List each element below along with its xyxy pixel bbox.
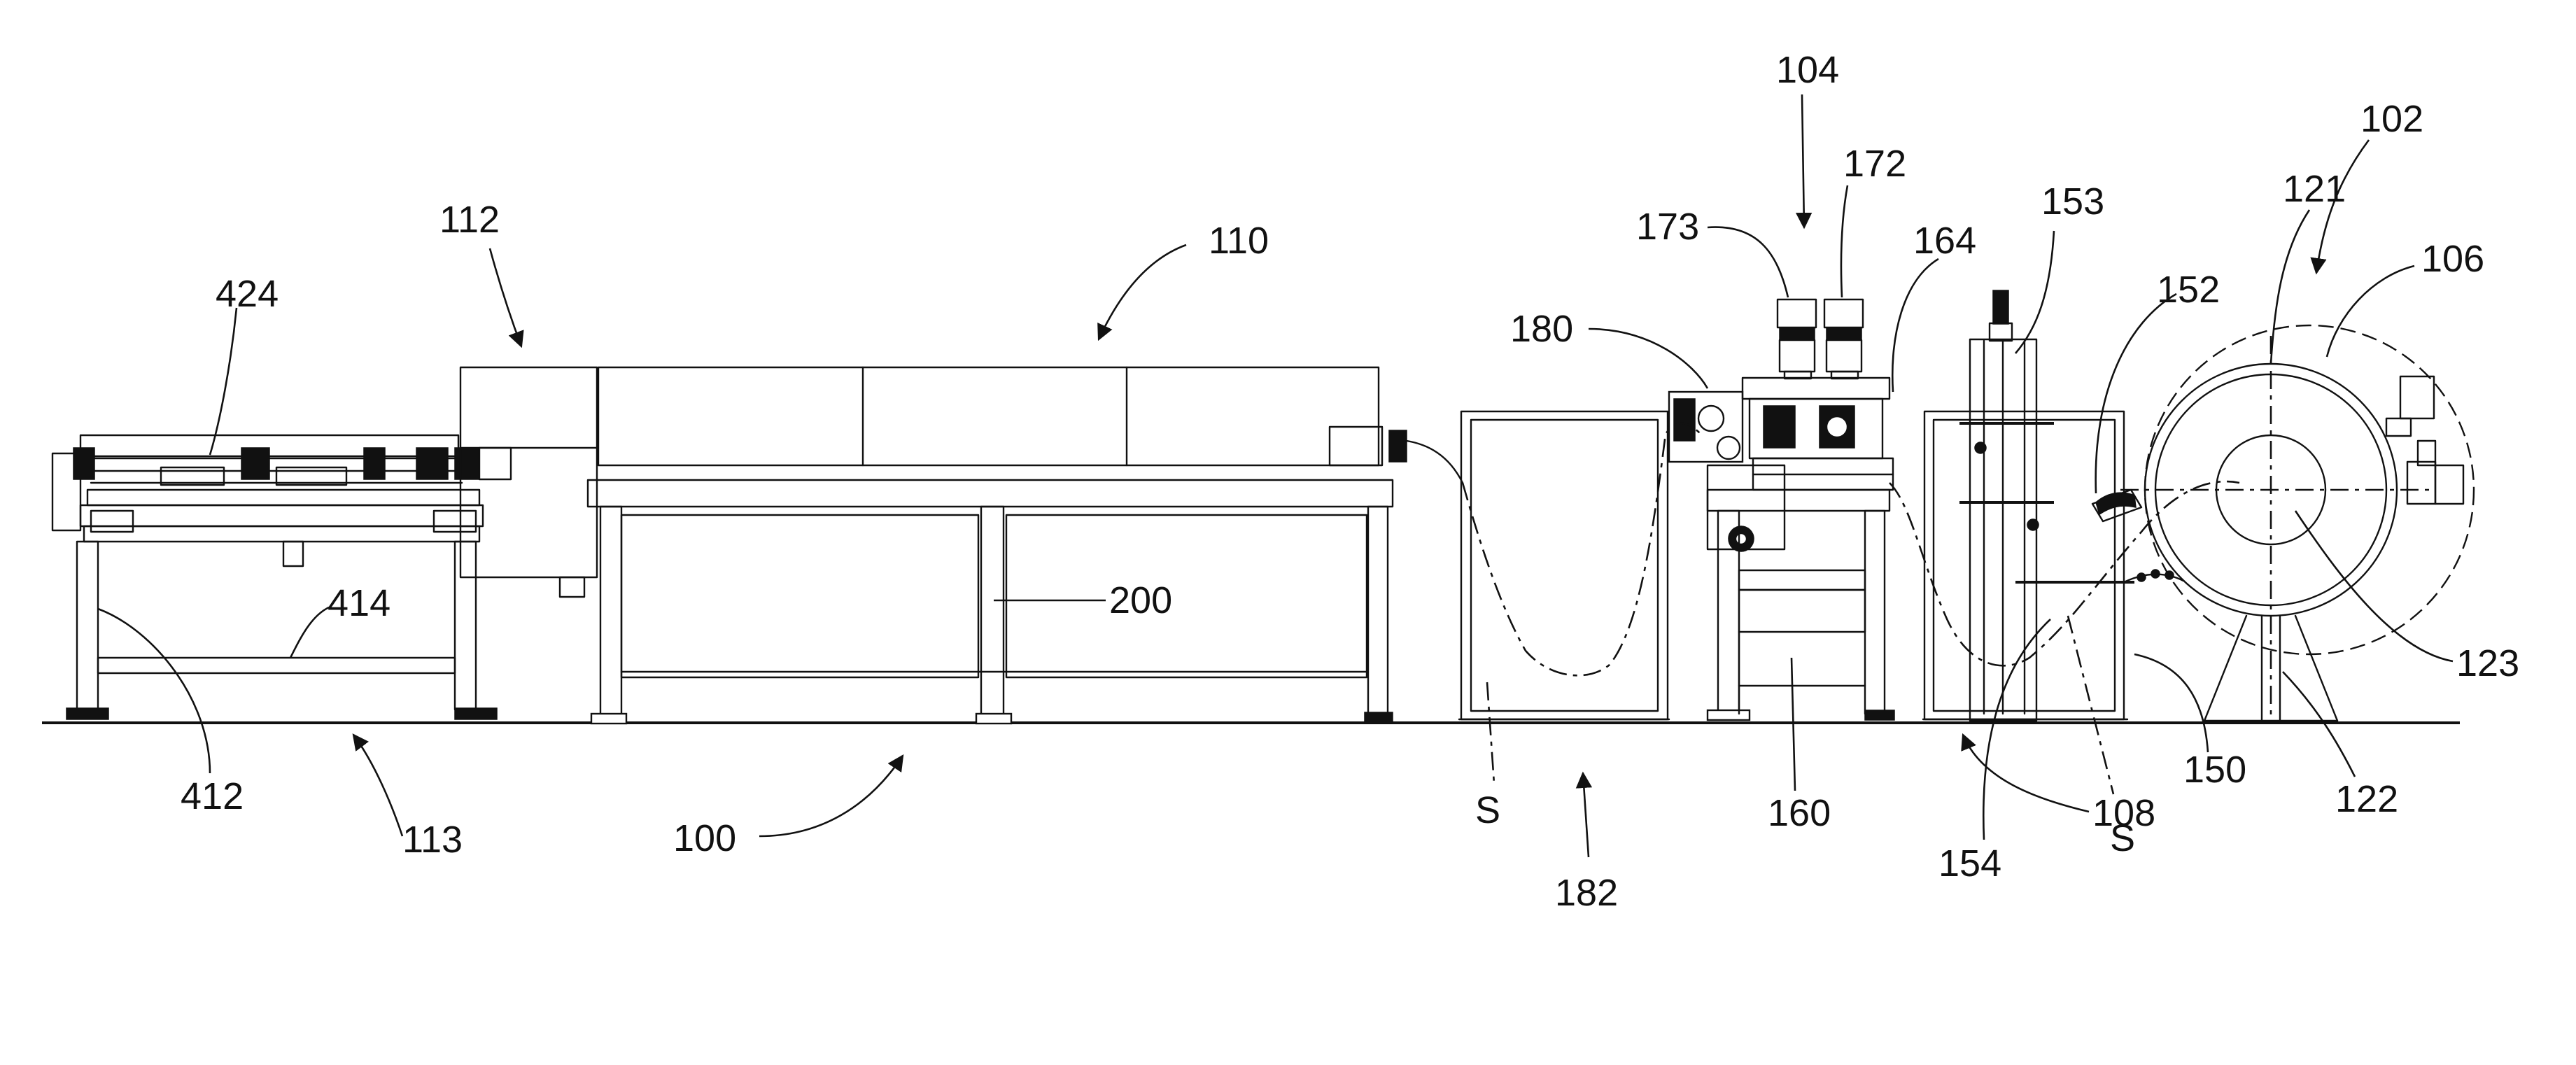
label-113: 113 [402, 819, 463, 861]
stacker-113 [52, 435, 497, 719]
shear-unit-112 [460, 367, 597, 597]
strip-path [1463, 423, 1701, 675]
label-152: 152 [2157, 269, 2220, 311]
label-150: 150 [2183, 749, 2246, 791]
label-412: 412 [181, 775, 244, 817]
label-153: 153 [2041, 181, 2104, 223]
label-182: 182 [1555, 872, 1618, 914]
label-414: 414 [328, 582, 390, 624]
label-123: 123 [2456, 642, 2519, 684]
press-110 [588, 367, 1463, 724]
label-160: 160 [1768, 792, 1831, 834]
label-s-left: S [1475, 789, 1500, 831]
strip-path-s2 [2068, 616, 2113, 794]
label-100: 100 [673, 817, 736, 859]
label-110: 110 [1209, 220, 1269, 262]
label-200: 200 [1109, 579, 1172, 621]
label-112: 112 [439, 199, 500, 241]
label-102: 102 [2360, 98, 2423, 140]
label-121: 121 [2283, 168, 2346, 210]
label-106: 106 [2421, 238, 2484, 280]
label-173: 173 [1636, 206, 1699, 248]
label-424: 424 [216, 273, 279, 315]
strip-path-s [1487, 682, 1494, 784]
label-180: 180 [1510, 308, 1573, 350]
label-154: 154 [1938, 842, 2001, 884]
label-172: 172 [1843, 143, 1906, 185]
label-164: 164 [1913, 220, 1976, 262]
label-s-right: S [2110, 817, 2135, 859]
uncoiler-102 [2120, 325, 2474, 721]
label-122: 122 [2335, 778, 2398, 820]
strip-path-2 [1889, 481, 2239, 665]
feeder-104 [1669, 299, 1894, 720]
label-104: 104 [1776, 49, 1839, 91]
reference-labels: 424 112 110 414 200 412 113 100 104 173 … [181, 49, 2519, 914]
